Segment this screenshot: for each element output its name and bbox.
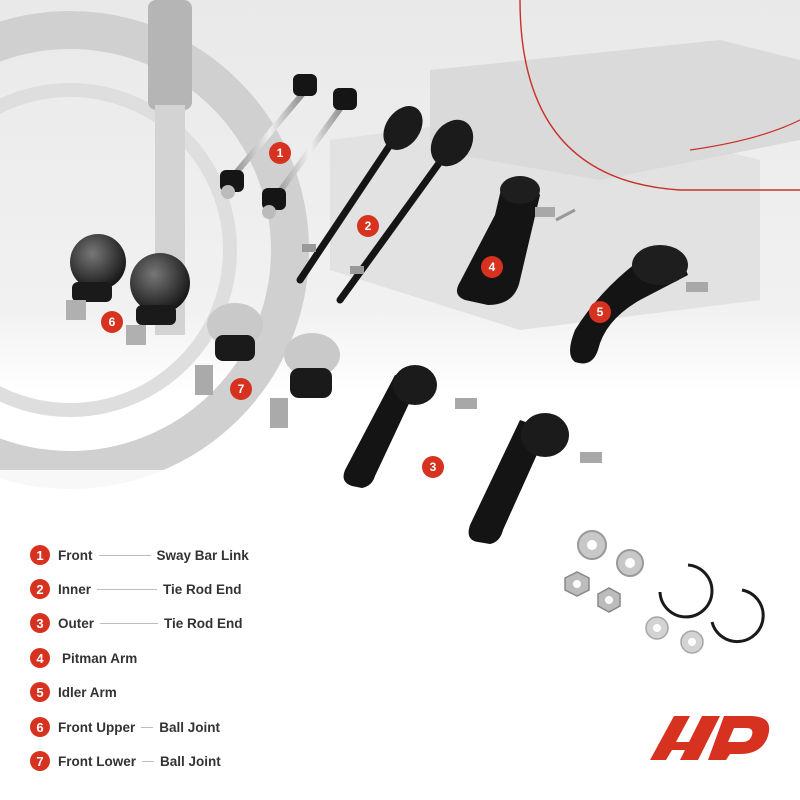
legend-position: Front xyxy=(58,547,93,563)
legend-row-3: 3 Outer Tie Rod End xyxy=(30,611,360,635)
legend-number-badge: 4 xyxy=(30,648,50,668)
svg-text:7: 7 xyxy=(238,382,245,396)
callout-7: 7 xyxy=(230,378,252,400)
callout-4: 4 xyxy=(481,256,503,278)
legend-number-badge: 2 xyxy=(30,579,50,599)
legend-position: Idler Arm xyxy=(58,684,117,700)
legend-position: Inner xyxy=(58,581,92,597)
pitman-arm-part xyxy=(456,176,576,305)
callout-5: 5 xyxy=(589,301,611,323)
lower-ball-joint-part xyxy=(195,303,340,428)
legend-row-1: 1 Front Sway Bar Link xyxy=(30,543,360,567)
legend-divider xyxy=(100,622,159,624)
upper-ball-joint-part xyxy=(66,234,190,345)
legend-part-name: Ball Joint xyxy=(159,719,221,735)
callout-3: 3 xyxy=(422,456,444,478)
svg-text:4: 4 xyxy=(489,260,496,274)
legend-divider xyxy=(141,726,154,728)
legend-position: Front Lower xyxy=(58,753,136,769)
svg-text:5: 5 xyxy=(597,305,604,319)
legend-row-5: 5 Idler Arm xyxy=(30,680,360,704)
sway-bar-link-part xyxy=(220,74,357,219)
legend-number-badge: 1 xyxy=(30,545,50,565)
legend-part-name: Ball Joint xyxy=(160,753,221,769)
hardware-kit xyxy=(564,530,765,654)
idler-arm-part xyxy=(570,245,708,364)
legend-row-6: 6 Front Upper Ball Joint xyxy=(30,715,360,739)
legend-divider xyxy=(97,588,158,590)
legend-position: Pitman Arm xyxy=(62,650,138,666)
ap-logo-icon xyxy=(650,716,770,760)
legend-row-4: 4 Pitman Arm xyxy=(30,646,360,670)
inner-tie-rod-end-part xyxy=(296,106,474,304)
legend-row-7: 7 Front Lower Ball Joint xyxy=(30,749,360,773)
legend-number-badge: 5 xyxy=(30,682,50,702)
svg-text:2: 2 xyxy=(365,219,372,233)
legend-position: Front Upper xyxy=(58,719,136,735)
vehicle-background xyxy=(0,0,800,560)
callout-1: 1 xyxy=(269,142,291,164)
outer-tie-rod-end-part xyxy=(343,365,602,544)
callout-2: 2 xyxy=(357,215,379,237)
legend-divider xyxy=(98,554,151,556)
legend-part-name: Tie Rod End xyxy=(164,615,243,631)
svg-text:6: 6 xyxy=(109,315,116,329)
legend-number-badge: 6 xyxy=(30,717,50,737)
legend-part-name: Tie Rod End xyxy=(163,581,242,597)
svg-text:3: 3 xyxy=(430,460,437,474)
legend-position: Outer xyxy=(58,615,95,631)
legend-number-badge: 7 xyxy=(30,751,50,771)
svg-text:1: 1 xyxy=(277,146,284,160)
legend-number-badge: 3 xyxy=(30,613,50,633)
legend-part-name: Sway Bar Link xyxy=(156,547,249,563)
legend-row-2: 2 Inner Tie Rod End xyxy=(30,577,360,601)
callout-6: 6 xyxy=(101,311,123,333)
legend-divider xyxy=(142,760,154,762)
